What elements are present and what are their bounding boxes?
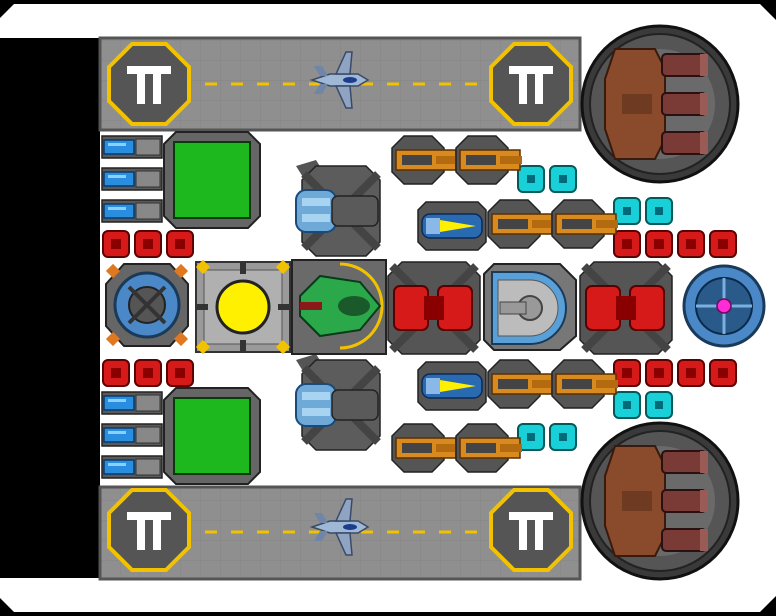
cyan-armor-block-icon xyxy=(517,165,545,193)
blue-battery-icon xyxy=(101,423,163,447)
blue-thruster-icon xyxy=(296,354,380,450)
red-armor-block-icon xyxy=(134,230,162,258)
landing-pad-icon xyxy=(489,42,573,126)
landing-pad-icon xyxy=(107,488,191,572)
landing-pad-icon xyxy=(107,42,191,126)
triple-cannon-turret-icon xyxy=(580,421,740,581)
shield-dome-icon xyxy=(483,263,577,351)
blue-battery-icon xyxy=(101,199,163,223)
battery-column-top xyxy=(101,135,163,223)
blue-battery-icon xyxy=(101,135,163,159)
green-panel-top xyxy=(163,131,261,229)
yellow-reactor-icon xyxy=(195,259,291,355)
missile-launcher-icon xyxy=(417,361,487,411)
blue-thruster-icon xyxy=(296,160,380,256)
red-armor-block-icon xyxy=(645,359,673,387)
red-engine-icon xyxy=(388,262,480,354)
blue-battery-icon xyxy=(101,391,163,415)
red-armor-block-icon xyxy=(102,230,130,258)
red-armor-block-icon xyxy=(709,230,737,258)
red-armor-block-icon xyxy=(613,230,641,258)
red-armor-block-icon xyxy=(645,230,673,258)
red-armor-block-icon xyxy=(709,359,737,387)
red-engine-icon xyxy=(580,262,672,354)
magenta-core-icon xyxy=(682,264,766,348)
battery-column-bottom xyxy=(101,391,163,479)
red-armor-block-icon xyxy=(166,359,194,387)
red-armor-block-icon xyxy=(166,230,194,258)
gyroscope-icon xyxy=(105,263,189,347)
red-armor-block-icon xyxy=(677,359,705,387)
red-blocks-left-top xyxy=(102,230,194,258)
runway-top xyxy=(98,36,582,132)
missile-launcher-icon xyxy=(417,201,487,251)
cyan-armor-block-icon xyxy=(645,391,673,419)
cyan-armor-block-icon xyxy=(645,197,673,225)
landing-pad-icon xyxy=(489,488,573,572)
red-armor-block-icon xyxy=(134,359,162,387)
triple-cannon-turret-icon xyxy=(580,24,740,184)
cyan-armor-block-icon xyxy=(549,423,577,451)
cyan-armor-block-icon xyxy=(613,391,641,419)
blue-battery-icon xyxy=(101,167,163,191)
green-panel-bottom xyxy=(163,387,261,485)
green-cockpit-icon xyxy=(291,259,387,355)
red-blocks-left-bottom xyxy=(102,359,194,387)
blue-battery-icon xyxy=(101,455,163,479)
red-armor-block-icon xyxy=(677,230,705,258)
cyan-armor-block-icon xyxy=(549,165,577,193)
runway-bottom xyxy=(98,485,582,581)
hull-cutout xyxy=(0,38,100,578)
red-armor-block-icon xyxy=(102,359,130,387)
